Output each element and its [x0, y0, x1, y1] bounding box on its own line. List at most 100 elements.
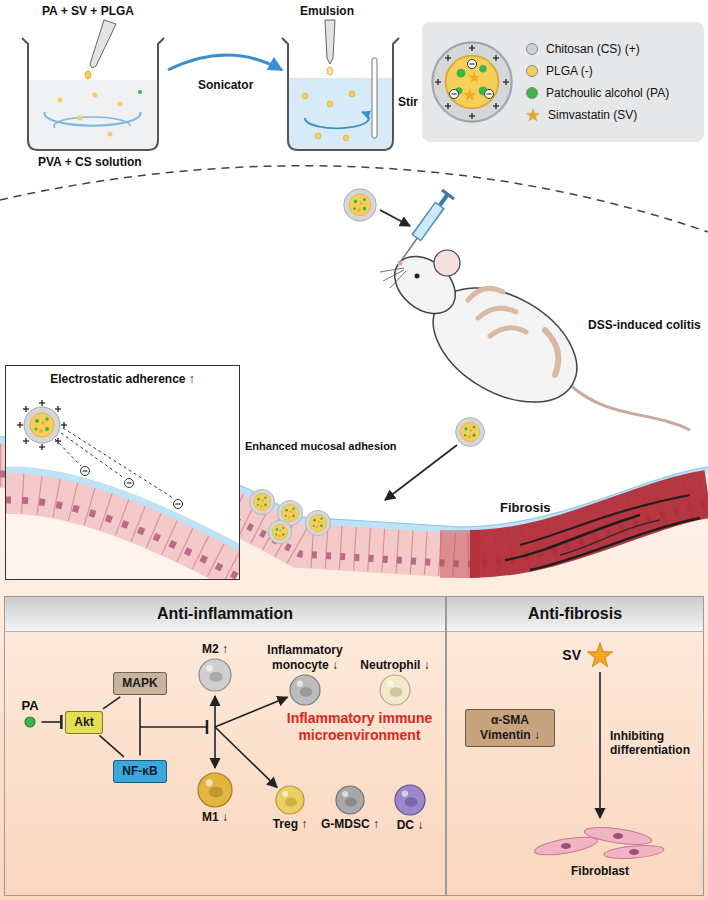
label: DSS-induced colitis	[588, 318, 701, 332]
fibroblast-nucleus	[629, 849, 639, 855]
label-holder: PVA + CS solution	[38, 155, 142, 169]
legend: Chitosan (CS) (+)PLGA (-)Patchoulic alco…	[526, 38, 669, 126]
cell-label: Fibroblast	[571, 864, 629, 878]
beaker-two-part	[325, 20, 335, 64]
legend-swatch	[526, 87, 538, 99]
label: PA + SV + PLGA	[42, 4, 134, 18]
label: PVA + CS solution	[38, 155, 142, 169]
drug-star: SV	[562, 641, 614, 669]
cell-shape	[394, 784, 426, 816]
oral-nanoparticle-part	[380, 210, 410, 226]
tissue-ground-part	[0, 440, 708, 900]
mouse-figure-part	[440, 194, 448, 205]
star-shape	[586, 641, 614, 669]
beaker-two-part	[372, 58, 377, 138]
tissue-ground	[0, 440, 708, 900]
fibrosis-tissue-part	[530, 518, 700, 570]
inset-figure-part	[55, 438, 61, 444]
cell-shape-part	[199, 659, 231, 691]
mouse-figure-part	[545, 330, 558, 375]
box-label: Akt	[74, 715, 93, 730]
mouse-figure-part	[398, 261, 403, 266]
inset-figure-part	[55, 439, 81, 466]
fibroblast-nucleus	[613, 833, 623, 839]
inset-figure-part	[17, 422, 23, 428]
immune-cell: M2 ↑	[198, 642, 232, 692]
cell-label: Neutrophil ↓	[360, 658, 429, 672]
beaker-one-part	[54, 117, 130, 128]
beaker-one-part	[93, 93, 98, 98]
label-holder: Inflammatory immune microenvironment	[282, 710, 437, 744]
beaker-two-part	[343, 135, 349, 141]
immune-cell: Inflammatory monocyte ↓	[260, 643, 350, 706]
fibroblast-cells: Fibroblast	[530, 822, 670, 878]
beaker-two	[282, 20, 399, 150]
cell-shape	[289, 674, 321, 706]
cell-label: G-MDSC ↑	[321, 817, 379, 831]
cell-shape-part	[209, 787, 223, 798]
cell-shape-part	[336, 786, 364, 814]
legend-panel-part	[445, 55, 451, 61]
cell-shape	[197, 772, 233, 808]
inset-panel: Electrostatic adherence ↑	[5, 365, 240, 580]
legend-panel	[422, 22, 704, 142]
label-holder: Sonicator	[198, 78, 253, 92]
inset-figure-part	[39, 400, 45, 406]
panel-heading: Anti-fibrosis	[447, 597, 703, 632]
connector	[599, 672, 601, 818]
beaker-one-part	[58, 98, 63, 103]
compound-dot: PA	[21, 698, 38, 728]
oral-nanoparticle-part	[344, 189, 376, 221]
marker-box: α-SMA Vimentin ↓	[465, 709, 555, 747]
fibrosis-tissue-part	[560, 520, 660, 555]
beaker-two-part	[282, 38, 399, 150]
section-panel: Anti-inflammationPAAktMAPKNF-κBM2 ↑Infla…	[4, 596, 446, 896]
cell-label: M2 ↑	[202, 642, 228, 656]
connector	[139, 698, 141, 756]
beaker-two-part	[315, 133, 321, 139]
box-label: α-SMA Vimentin ↓	[474, 713, 546, 743]
beaker-one-part	[138, 90, 142, 94]
cell-label: Treg ↑	[273, 817, 308, 831]
inset-figure	[5, 365, 240, 600]
beaker-one-part	[108, 132, 113, 137]
mouse-figure-part	[416, 205, 440, 238]
section-panel: Anti-fibrosisSV α-SMA Vimentin ↓ Fibroblas…	[446, 596, 704, 896]
delivery-arrow-part	[456, 418, 485, 447]
inset-figure-part	[174, 500, 183, 509]
beaker-two-part	[327, 67, 333, 75]
mouse-figure-part	[390, 271, 406, 288]
label-holder: PA + SV + PLGA	[42, 4, 134, 18]
legend-label: Patchoulic alcohol (PA)	[546, 86, 669, 100]
cell-shape	[379, 674, 411, 706]
beaker-one-part	[118, 102, 123, 107]
star-shape-part	[587, 643, 612, 667]
legend-panel-part	[450, 90, 459, 99]
inset-figure-part-part	[6, 500, 239, 578]
cell-shape-part	[206, 779, 213, 786]
edge-layer	[42, 672, 600, 818]
mouse-figure-part	[490, 328, 526, 336]
connector	[103, 697, 120, 709]
inset-figure-part	[61, 433, 124, 478]
route-divider	[0, 166, 708, 232]
edge-label: Inhibiting differentiation	[610, 729, 690, 757]
inset-figure-part	[6, 470, 239, 579]
cell-shape-part	[209, 672, 223, 682]
pathway-line	[214, 696, 216, 768]
beaker-one-part	[29, 80, 157, 149]
beaker-two-part	[302, 93, 308, 99]
cell-label: PA	[21, 698, 38, 714]
mouse-figure	[380, 190, 690, 430]
label: Sonicator	[198, 78, 253, 92]
legend-swatch	[526, 65, 538, 77]
sonicator-arrow	[168, 55, 282, 70]
box-label: MAPK	[122, 676, 157, 691]
sonicator-arrow-part	[168, 55, 282, 70]
legend-panel-part	[432, 42, 511, 121]
cell-shape-part	[206, 665, 213, 672]
